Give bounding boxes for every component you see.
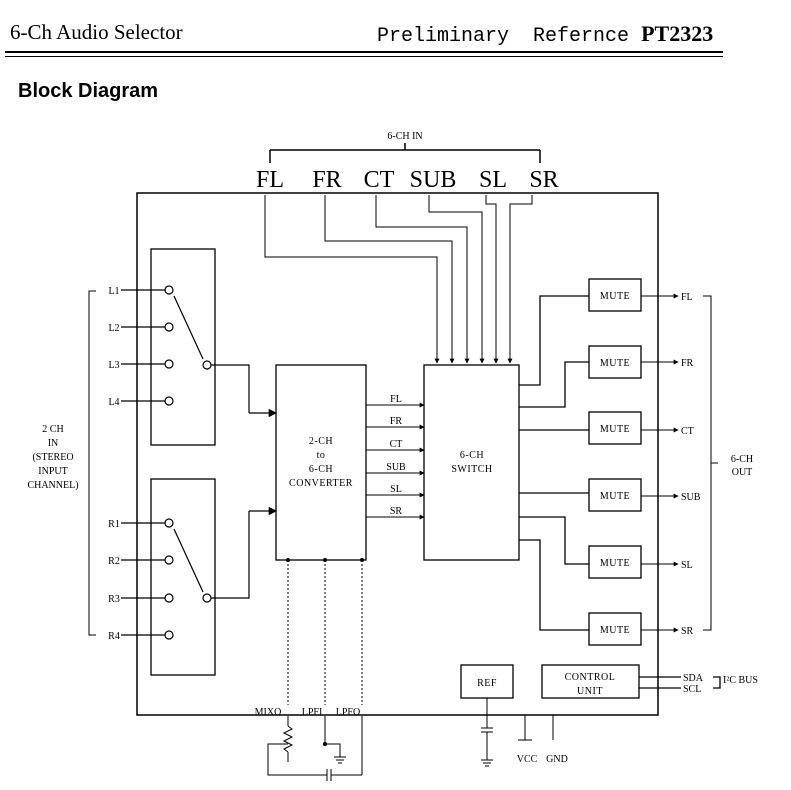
mute-box-sub [588,478,642,512]
in-label-fr: FR [312,167,341,193]
in-bracket [269,143,541,163]
mute-label-fr: MUTE [600,358,630,369]
mute-box-sr [588,612,642,646]
mute-box-fl [588,278,642,312]
conv-out-sr: SR [390,506,403,517]
left-selector [121,285,278,418]
converter-label-3: 6-CH [309,464,333,475]
in-label-fl: FL [256,167,284,193]
out-group-label-1: 6-CH [731,454,753,465]
right-selector-box [150,478,216,676]
switch-label-2: SWITCH [451,464,492,475]
mute-label-ct: MUTE [600,424,630,435]
header-rule-thin [5,56,723,57]
mute-box-sl [588,545,642,579]
control-label-1: CONTROL [565,672,616,683]
mute-label-sl: MUTE [600,558,630,569]
ref-label: REF [477,678,497,689]
pin-sda: SDA [683,673,704,684]
in-label-sl: SL [479,167,507,193]
bus-label: I²C BUS [723,675,758,686]
input-r4: R4 [108,631,120,642]
in-label-sr: SR [529,167,558,193]
input-l2: L2 [108,323,119,334]
out-fr: FR [681,358,694,369]
reference-label: Refernce [533,25,630,48]
mute-blocks [588,278,642,646]
out-ct: CT [681,426,694,437]
converter-pins [286,558,364,705]
doc-title: 6-Ch Audio Selector [10,20,183,44]
conv-out-sl: SL [390,484,402,495]
pin-mixo: MIXO [255,707,282,718]
control-label-2: UNIT [577,686,603,697]
mute-outputs [641,293,679,633]
stereo-label-2: IN [48,438,59,449]
input-l1: L1 [108,286,119,297]
switch-box [423,364,520,561]
pin-gnd: GND [546,754,568,765]
mute-box-ct [588,411,642,445]
control-unit-box [541,664,640,699]
conv-out-ct: CT [390,439,403,450]
conv-out-fr: FR [390,416,403,427]
left-selector-box [150,248,216,446]
switch-label-1: 6-CH [460,450,484,461]
conv-out-fl: FL [390,394,402,405]
bus-lines [639,676,721,689]
converter-label-4: CONVERTER [289,478,353,489]
input-r3: R3 [108,594,120,605]
converter-outputs [366,402,425,520]
converter-box [275,364,367,561]
converter-label-1: 2-CH [309,436,333,447]
pin-lpfi: LPFI [302,707,323,718]
mute-label-sr: MUTE [600,625,630,636]
pin-vcc: VCC [517,754,538,765]
input-r2: R2 [108,556,120,567]
header-rule [5,51,723,53]
out-group-label-2: OUT [732,467,753,478]
out-fl: FL [681,292,693,303]
ref-pin [481,698,493,767]
part-number: PT2323 [641,21,714,46]
external-circuit [267,716,363,781]
in-group-label: 6-CH IN [387,131,422,142]
section-title: Block Diagram [18,80,159,102]
power-pins [518,715,554,741]
mute-label-fl: MUTE [600,291,630,302]
doc-status: Preliminary [377,25,510,48]
out-sr: SR [681,626,694,637]
stereo-label-1: 2 CH [42,424,63,435]
converter-label-2: to [317,450,326,461]
stereo-label-4: INPUT [38,466,67,477]
pin-scl: SCL [683,684,701,695]
out-sub: SUB [681,492,701,503]
out-sl: SL [681,560,693,571]
chip-outline [136,192,659,716]
doc-reference: Preliminary Refernce PT2323 [377,21,713,48]
in-label-ct: CT [364,167,395,193]
input-l3: L3 [108,360,119,371]
junction-dot [323,742,327,746]
mute-label-sub: MUTE [600,491,630,502]
pin-lpfo: LPFO [336,707,360,718]
input-r1: R1 [108,519,120,530]
input-l4: L4 [108,397,119,408]
stereo-bracket [88,290,96,636]
right-selector [121,506,278,640]
stereo-label-5: CHANNEL) [27,480,78,491]
in-label-sub: SUB [410,167,457,193]
input-routing [264,195,533,364]
conv-out-sub: SUB [386,462,406,473]
out-bracket [703,295,718,631]
switch-outputs [519,295,589,631]
stereo-label-3: (STEREO [32,452,73,463]
